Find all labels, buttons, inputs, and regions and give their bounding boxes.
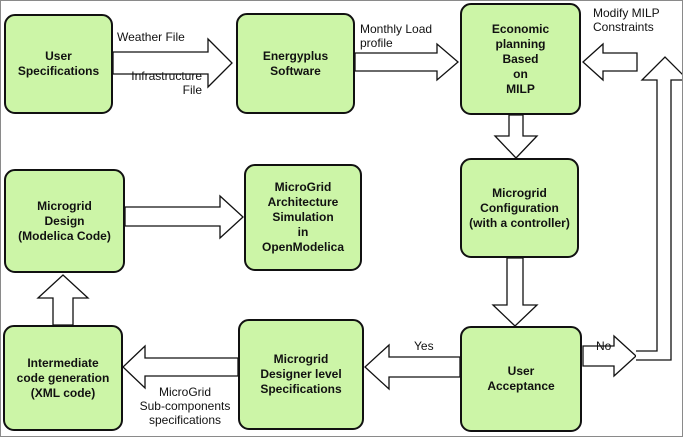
- node-economic-planning: Economic planning Based on MILP: [460, 3, 581, 115]
- node-simulation-openmodelica: MicroGrid Architecture Simulation in Ope…: [244, 164, 362, 271]
- arrow-config-to-acceptance: [491, 257, 539, 327]
- node-user-specifications-label: User Specifications: [17, 49, 100, 78]
- label-monthly-load-profile: Monthly Load profile: [360, 22, 433, 50]
- label-no: No: [596, 339, 612, 353]
- arrow-design-to-simulation: [124, 194, 244, 240]
- label-yes: Yes: [414, 339, 434, 353]
- node-intermediate-code-label: Intermediate code generation (XML code): [16, 355, 110, 400]
- label-infrastructure-file: Infrastructure File: [131, 69, 202, 97]
- arrow-energyplus-to-economic: [354, 42, 459, 82]
- node-simulation-openmodelica-label: MicroGrid Architecture Simulation in Ope…: [261, 180, 344, 254]
- node-energyplus-software-label: Energyplus Software: [262, 48, 329, 78]
- arrow-modify-to-economic: [582, 42, 638, 82]
- label-subcomponents-specifications: MicroGrid Sub-components specifications: [139, 385, 231, 427]
- arrow-acceptance-no: [582, 334, 637, 378]
- node-user-specifications: User Specifications: [4, 14, 113, 114]
- node-microgrid-design-label: Microgrid Design (Modelica Code): [18, 198, 111, 243]
- arrow-designer-to-intermediate: [122, 344, 239, 390]
- feedback-loop-no: [636, 56, 683, 361]
- label-modify-milp-constraints: Modify MILP Constraints: [593, 6, 660, 34]
- arrow-user-specs-to-energyplus: [112, 37, 233, 89]
- node-microgrid-configuration-label: Microgrid Configuration (with a controll…: [469, 185, 570, 230]
- node-economic-planning-label: Economic planning Based on MILP: [491, 21, 550, 96]
- node-microgrid-design: Microgrid Design (Modelica Code): [4, 169, 125, 273]
- node-intermediate-code: Intermediate code generation (XML code): [3, 325, 123, 431]
- arrow-intermediate-to-design: [36, 274, 90, 326]
- arrow-economic-to-config: [493, 114, 539, 159]
- node-microgrid-configuration: Microgrid Configuration (with a controll…: [460, 158, 579, 258]
- label-weather-file: Weather File: [117, 30, 185, 44]
- node-user-acceptance-label: User Acceptance: [487, 364, 555, 393]
- node-user-acceptance: User Acceptance: [460, 326, 582, 432]
- node-designer-specifications: Microgrid Designer level Specifications: [238, 319, 364, 430]
- node-energyplus-software: Energyplus Software: [236, 13, 355, 114]
- arrow-acceptance-to-designer: [364, 343, 461, 391]
- node-designer-specifications-label: Microgrid Designer level Specifications: [260, 352, 342, 396]
